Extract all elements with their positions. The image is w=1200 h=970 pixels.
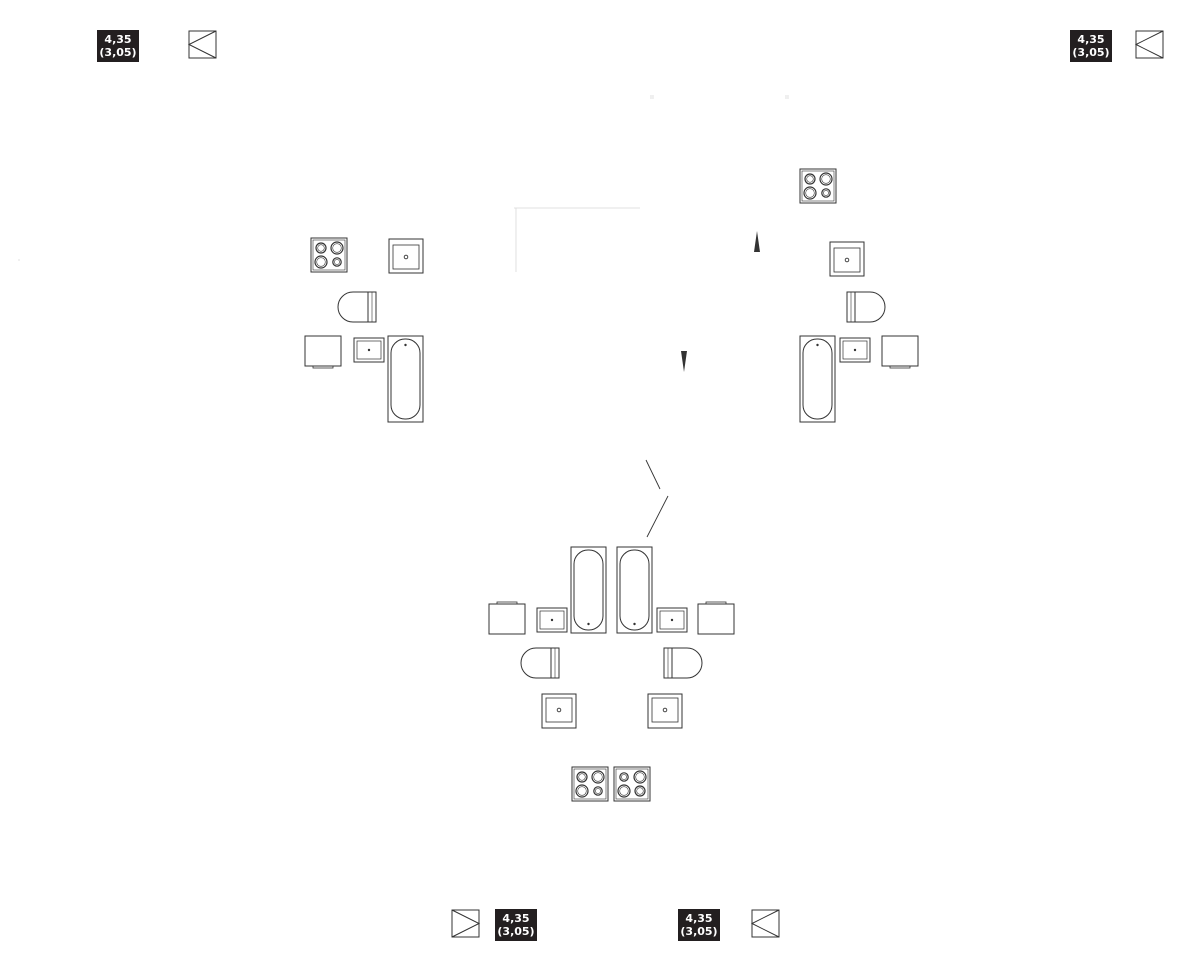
level-subvalue: (3,05) xyxy=(99,46,136,59)
level-subvalue: (3,05) xyxy=(1072,46,1109,59)
arrow-left-icon xyxy=(188,30,217,59)
level-value: 4,35 xyxy=(685,912,712,925)
washing-machine-icon xyxy=(488,601,526,635)
level-marker-top-right: 4,35 (3,05) xyxy=(1070,30,1112,62)
bathtub-icon xyxy=(570,546,607,634)
sink-icon xyxy=(647,693,683,729)
toilet-icon xyxy=(337,291,377,323)
arrow-right-icon xyxy=(451,909,480,938)
washbasin-icon xyxy=(839,337,871,363)
bathtub-icon xyxy=(616,546,653,634)
level-marker-bottom-right: 4,35 (3,05) xyxy=(678,909,720,941)
level-badge xyxy=(495,909,537,941)
sink-icon xyxy=(541,693,577,729)
level-subvalue: (3,05) xyxy=(497,925,534,938)
toilet-icon xyxy=(846,291,886,323)
cooktop-icon xyxy=(310,237,348,273)
arrow-left-icon xyxy=(751,909,780,938)
sink-icon xyxy=(388,238,424,274)
sink-icon xyxy=(829,241,865,277)
wedge-mark-icon xyxy=(754,231,760,252)
cooktop-icon xyxy=(613,766,651,802)
diagonal-lines xyxy=(645,459,669,538)
arrow-left-icon xyxy=(1135,30,1164,59)
level-marker-bottom-left: 4,35 (3,05) xyxy=(495,909,537,941)
bathtub-icon xyxy=(387,335,424,423)
washbasin-icon xyxy=(353,337,385,363)
cooktop-icon xyxy=(571,766,609,802)
level-value: 4,35 xyxy=(104,33,131,46)
level-badge xyxy=(97,30,139,62)
level-value: 4,35 xyxy=(502,912,529,925)
level-badge xyxy=(678,909,720,941)
cooktop-icon xyxy=(799,168,837,204)
faint-structure-lines xyxy=(18,95,789,272)
bathtub-icon xyxy=(799,335,836,423)
level-badge xyxy=(1070,30,1112,62)
level-marker-top-left: 4,35 (3,05) xyxy=(97,30,139,62)
washing-machine-icon xyxy=(697,601,735,635)
toilet-icon xyxy=(663,647,703,679)
toilet-icon xyxy=(520,647,560,679)
washing-machine-icon xyxy=(304,335,342,369)
level-subvalue: (3,05) xyxy=(680,925,717,938)
washbasin-icon xyxy=(656,607,688,633)
level-value: 4,35 xyxy=(1077,33,1104,46)
washbasin-icon xyxy=(536,607,568,633)
wedge-mark-icon xyxy=(681,351,687,372)
washing-machine-icon xyxy=(881,335,919,369)
